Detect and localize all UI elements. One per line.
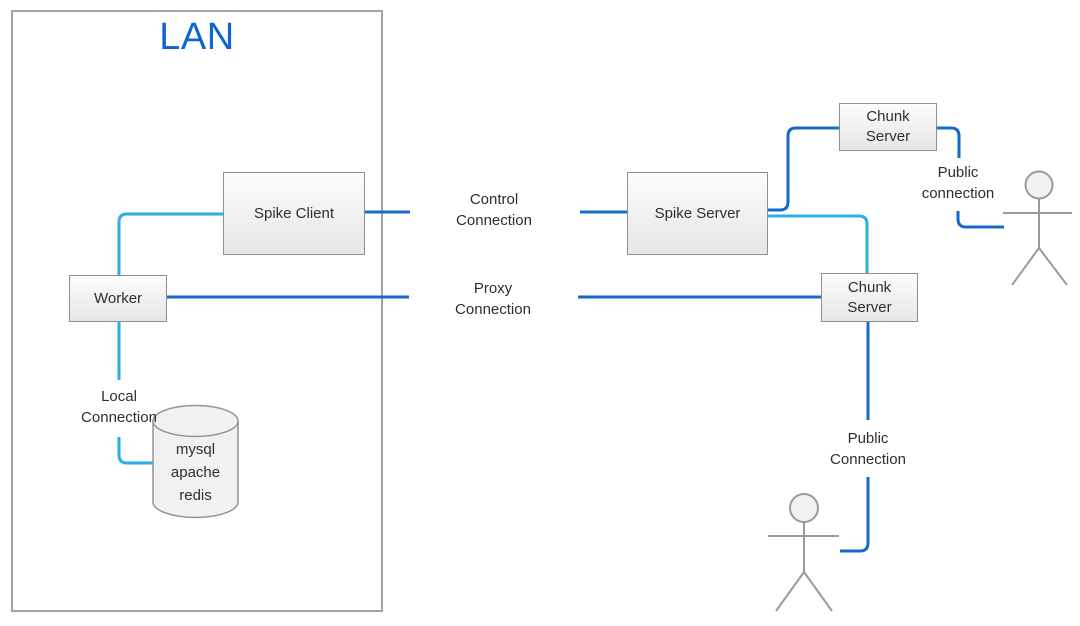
database-cylinder-icon (152, 404, 239, 519)
wire-local-to-database (117, 437, 153, 465)
person-bottom-icon (768, 493, 839, 612)
wire-chunkservertop-to-public-upper (937, 126, 961, 158)
node-spike-client-label: Spike Client (253, 205, 335, 222)
label-proxy-connection: Proxy Connection (455, 280, 531, 318)
node-chunk-server-right-label: Chunk Server (847, 278, 892, 316)
database-services-label: mysql apache redis (153, 438, 238, 507)
wire-spikeserver-to-chunkserver-top (768, 126, 839, 212)
node-chunk-server-top: Chunk Server (839, 103, 937, 151)
database-line-redis: redis (179, 487, 212, 504)
wire-public-to-person-top (956, 211, 1004, 229)
person-top-right-icon (1003, 170, 1072, 286)
label-public-connection-top: Public connection (921, 164, 995, 202)
label-control-connection: Control Connection (456, 191, 532, 229)
node-spike-server-label: Spike Server (654, 205, 741, 222)
node-chunk-server-right: Chunk Server (821, 273, 918, 322)
node-spike-server: Spike Server (627, 172, 768, 255)
label-public-connection-bottom: Public Connection (830, 430, 906, 468)
cyan-wires (117, 212, 869, 465)
database-line-apache: apache (170, 464, 221, 481)
label-local-connection: Local Connection (81, 388, 157, 426)
wire-public-to-person-bottom (840, 477, 870, 553)
node-worker-label: Worker (93, 290, 143, 307)
node-worker: Worker (69, 275, 167, 322)
node-chunk-server-top-label: Chunk Server (865, 108, 911, 145)
node-spike-client: Spike Client (223, 172, 365, 255)
wire-spikeclient-to-worker (117, 212, 223, 275)
wire-spikeserver-to-chunkserver-right (768, 214, 869, 273)
lan-title: LAN (159, 16, 235, 58)
blue-wires (167, 126, 1004, 553)
database-line-mysql: mysql (175, 441, 216, 458)
